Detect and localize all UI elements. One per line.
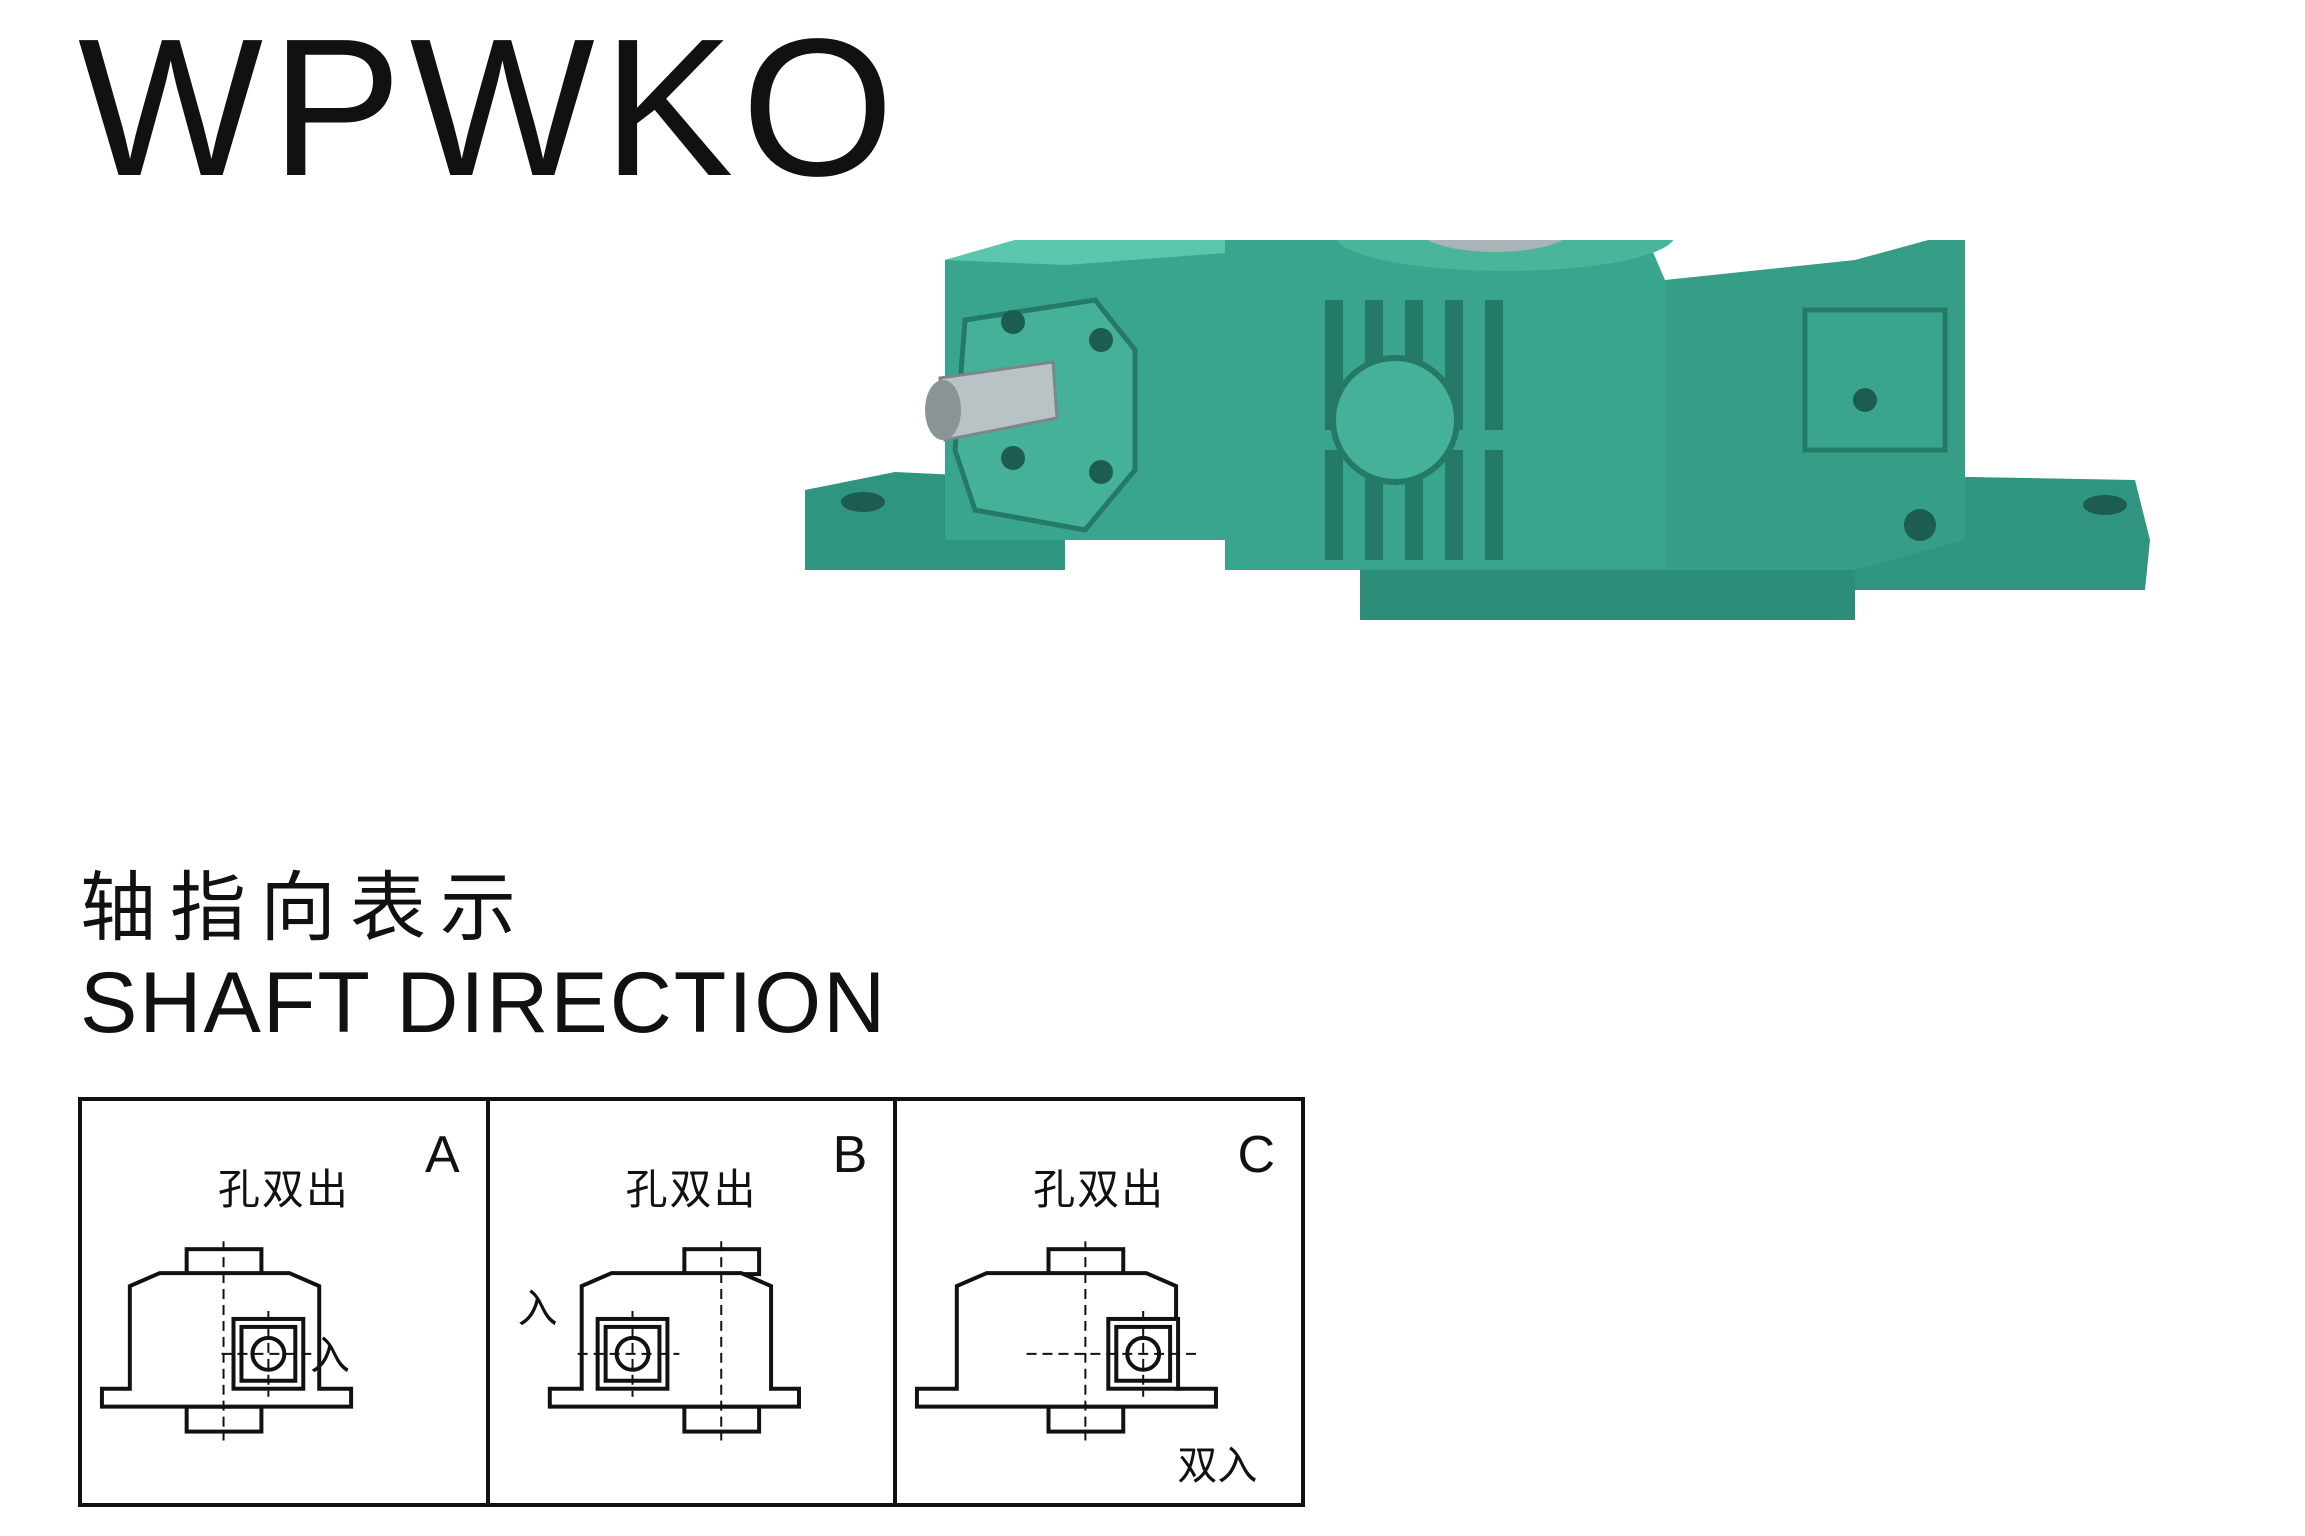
panel-a-heading: 孔双出 bbox=[217, 1165, 350, 1214]
section-title-cn: 轴指向表示 bbox=[80, 863, 530, 952]
product-model-title: WPWKO bbox=[78, 0, 902, 217]
panel-c-input-label: 双入 bbox=[1177, 1443, 1258, 1489]
right-bolt-lower bbox=[1904, 509, 1936, 541]
cap-bolt-4 bbox=[1001, 446, 1025, 470]
side-plate bbox=[1802, 307, 1948, 453]
foot-bolt-hole-left bbox=[841, 492, 885, 512]
input-shaft-end bbox=[925, 380, 961, 440]
output-hub bbox=[1427, 240, 1563, 252]
panel-a: A 孔双出 入 bbox=[82, 1101, 486, 1503]
output-flange bbox=[1336, 240, 1674, 271]
reducer-left-housing-top bbox=[945, 240, 1265, 265]
side-bolt bbox=[1853, 388, 1877, 412]
gear-reducer-photo bbox=[805, 240, 2150, 620]
panel-c-diagram bbox=[915, 1241, 1219, 1441]
cap-bolt-1 bbox=[1001, 310, 1025, 334]
panel-b-heading: 孔双出 bbox=[625, 1165, 758, 1214]
panel-c-letter: C bbox=[1237, 1126, 1276, 1184]
center-boss bbox=[1330, 355, 1460, 485]
shaft-direction-panels: A 孔双出 入 B 孔双出 入 bbox=[78, 1097, 1305, 1507]
cap-bolt-2 bbox=[1089, 328, 1113, 352]
panel-a-diagram bbox=[99, 1241, 354, 1441]
panel-b: B 孔双出 入 bbox=[485, 1101, 894, 1503]
panel-a-input-label: 入 bbox=[310, 1333, 350, 1379]
foot-bolt-hole-right bbox=[2083, 495, 2127, 515]
panel-c: C 孔双出 双入 bbox=[893, 1101, 1301, 1503]
cap-bolt-3 bbox=[1089, 460, 1113, 484]
panel-a-letter: A bbox=[424, 1126, 460, 1184]
panel-c-heading: 孔双出 bbox=[1033, 1165, 1166, 1214]
panel-b-letter: B bbox=[832, 1126, 868, 1184]
panel-b-input-label: 入 bbox=[517, 1286, 558, 1332]
section-title-en: SHAFT DIRECTION bbox=[80, 955, 888, 1051]
panel-b-diagram bbox=[547, 1241, 801, 1441]
